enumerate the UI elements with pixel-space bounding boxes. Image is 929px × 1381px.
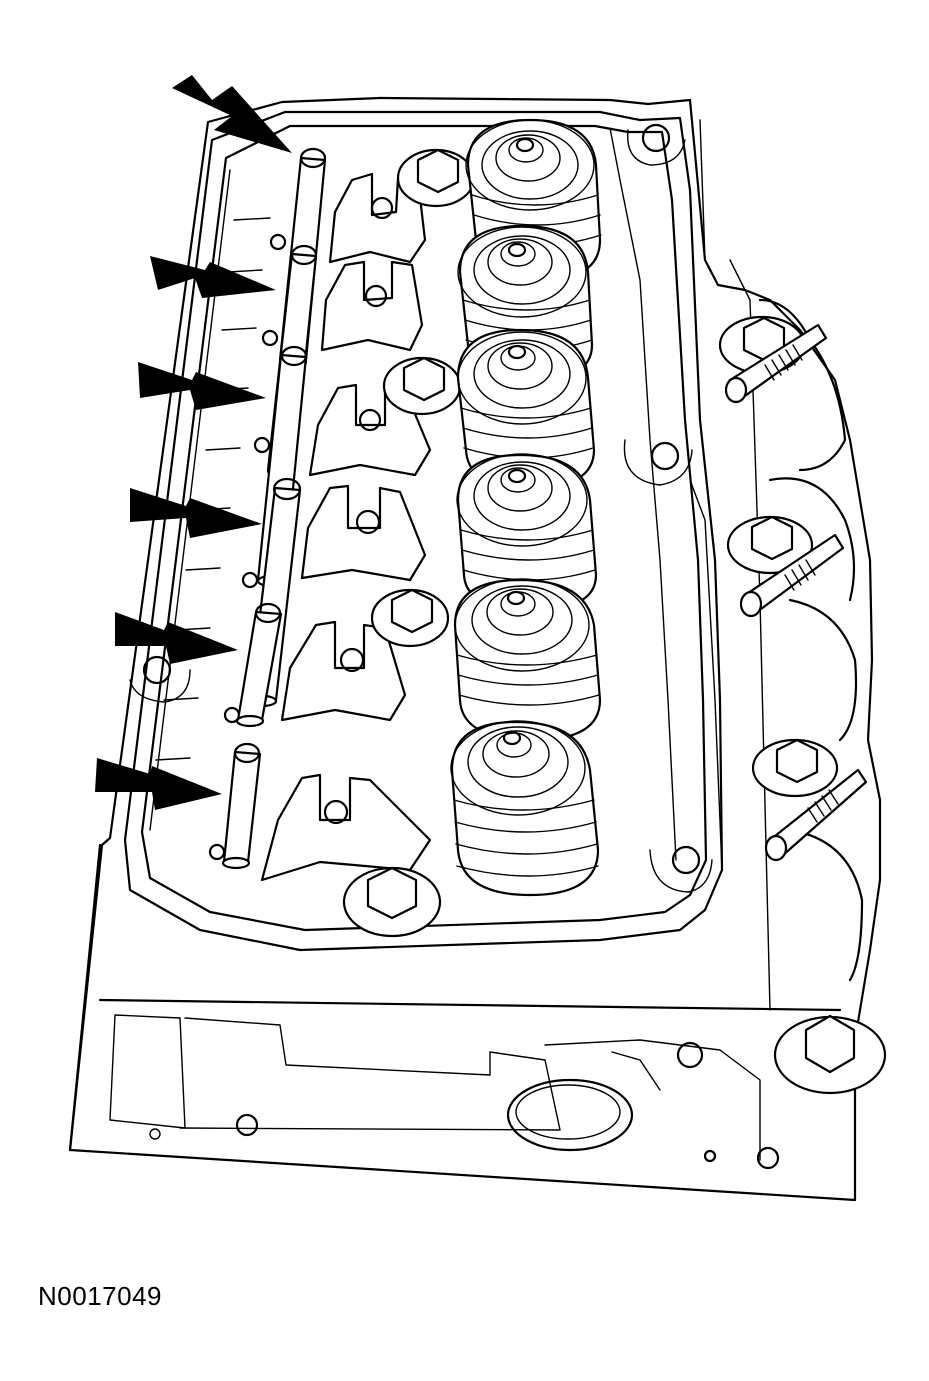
exhaust-studs (718, 315, 887, 1095)
callout-arrow-1 (172, 75, 292, 153)
callout-arrow-2 (150, 256, 276, 298)
callout-arrows (95, 75, 292, 810)
rocker-bolt-2 (382, 356, 462, 416)
head-bolt-lower (773, 1014, 887, 1095)
rocker-bolt-4 (342, 866, 442, 938)
rocker-guide-1 (328, 172, 427, 264)
valve-springs (450, 118, 602, 897)
exhaust-stud-3 (751, 738, 868, 862)
rocker-bolts (342, 148, 476, 938)
rocker-guide-6 (260, 773, 432, 882)
rocker-guide-4 (300, 484, 427, 582)
callout-arrow-4 (130, 488, 262, 538)
pushrods (221, 147, 327, 870)
pushrod-5 (235, 602, 283, 728)
callout-arrow-3 (138, 362, 266, 410)
rocker-bolt-1 (396, 148, 476, 208)
exhaust-stud-2 (726, 515, 845, 618)
rocker-guide-5 (280, 620, 407, 722)
valve-spring-6 (450, 720, 600, 897)
rocker-bolt-3 (370, 588, 450, 648)
callout-arrow-5 (115, 612, 238, 664)
exhaust-stud-1 (718, 315, 828, 404)
figure-id-label: N0017049 (38, 1281, 162, 1311)
pushrod-6 (221, 742, 262, 870)
callout-arrow-6 (95, 758, 222, 810)
valve-spring-4 (456, 453, 598, 612)
rocker-guide-2 (320, 260, 424, 352)
valve-spring-5 (453, 578, 602, 742)
